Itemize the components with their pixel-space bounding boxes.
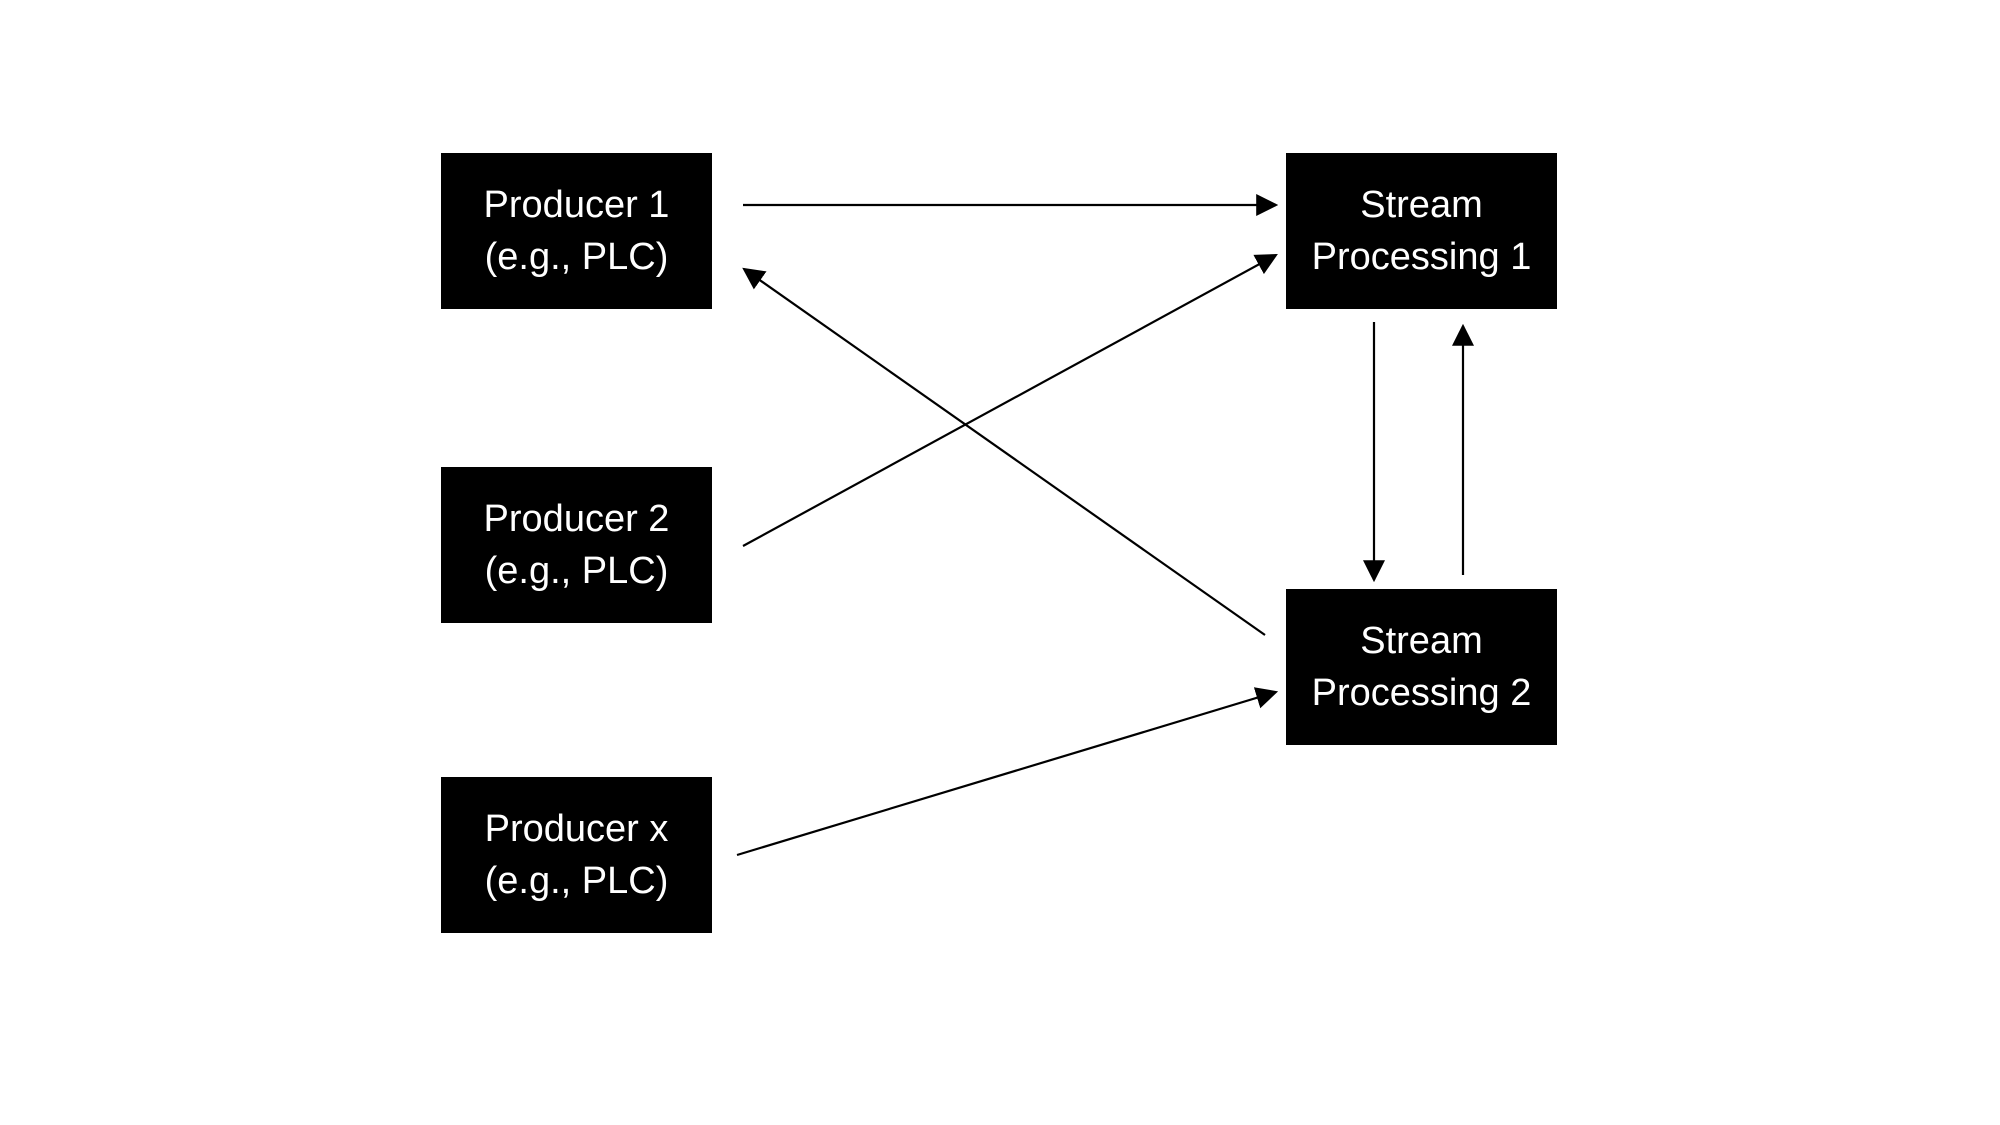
arrow-producer-x-to-stream-processing-2 (736, 687, 1279, 857)
node-label-line: Processing 2 (1311, 672, 1532, 714)
node-producer-x: Producer x (e.g., PLC) (441, 777, 712, 933)
node-label-line: Producer 1 (483, 184, 670, 226)
node-stream-processing-2: Stream Processing 2 (1286, 589, 1557, 745)
node-label-line: Processing 1 (1311, 236, 1532, 278)
node-label-line: Stream (1360, 184, 1483, 226)
node-label-line: (e.g., PLC) (484, 550, 669, 592)
node-label-line: Producer 2 (483, 498, 670, 540)
node-producer-2: Producer 2 (e.g., PLC) (441, 467, 712, 623)
node-label-line: Producer x (484, 808, 669, 850)
node-label-line: (e.g., PLC) (484, 860, 669, 902)
node-label-line: (e.g., PLC) (484, 236, 669, 278)
node-stream-processing-1: Stream Processing 1 (1286, 153, 1557, 309)
arrow-stream-processing-2-to-producer-1 (742, 267, 1266, 636)
node-label-line: Stream (1360, 620, 1483, 662)
arrow-producer-2-to-stream-processing-1 (742, 253, 1278, 547)
node-producer-1: Producer 1 (e.g., PLC) (441, 153, 712, 309)
